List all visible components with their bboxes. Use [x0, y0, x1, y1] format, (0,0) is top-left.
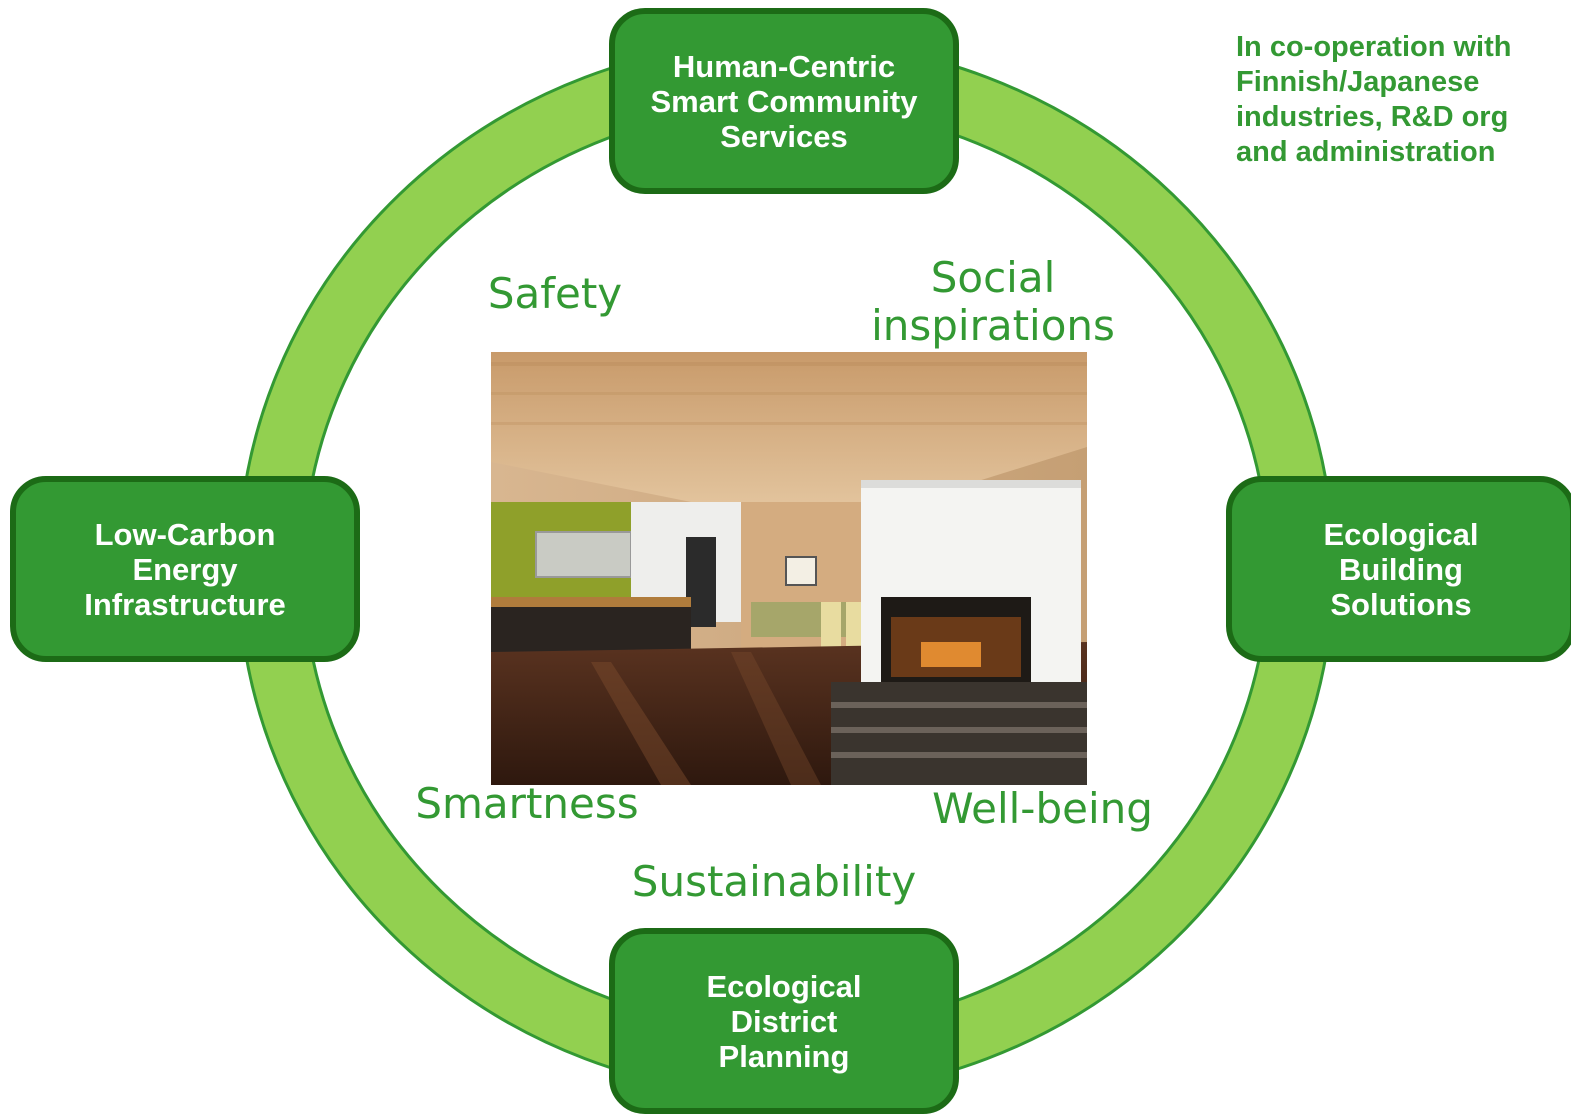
value-social-inspirations: Social inspirations	[871, 253, 1115, 350]
interior-photo	[491, 352, 1087, 785]
node-low-carbon-energy: Low-Carbon Energy Infrastructure	[10, 476, 360, 662]
value-safety: Safety	[487, 269, 623, 318]
node-label: Human-Centric Smart Community Services	[650, 48, 918, 154]
node-ecological-district: Ecological District Planning	[609, 928, 959, 1114]
value-sustainability: Sustainability	[631, 857, 917, 906]
cooperation-note: In co-operation with Finnish/Japanese in…	[1236, 31, 1512, 168]
node-label: Low-Carbon Energy Infrastructure	[84, 516, 286, 622]
node-ecological-building: Ecological Building Solutions	[1226, 476, 1571, 662]
node-label: Ecological Building Solutions	[1323, 516, 1479, 622]
value-smartness: Smartness	[415, 779, 639, 828]
node-label: Ecological District Planning	[706, 968, 862, 1074]
node-human-centric-services: Human-Centric Smart Community Services	[609, 8, 959, 194]
value-well-being: Well-being	[932, 784, 1153, 833]
